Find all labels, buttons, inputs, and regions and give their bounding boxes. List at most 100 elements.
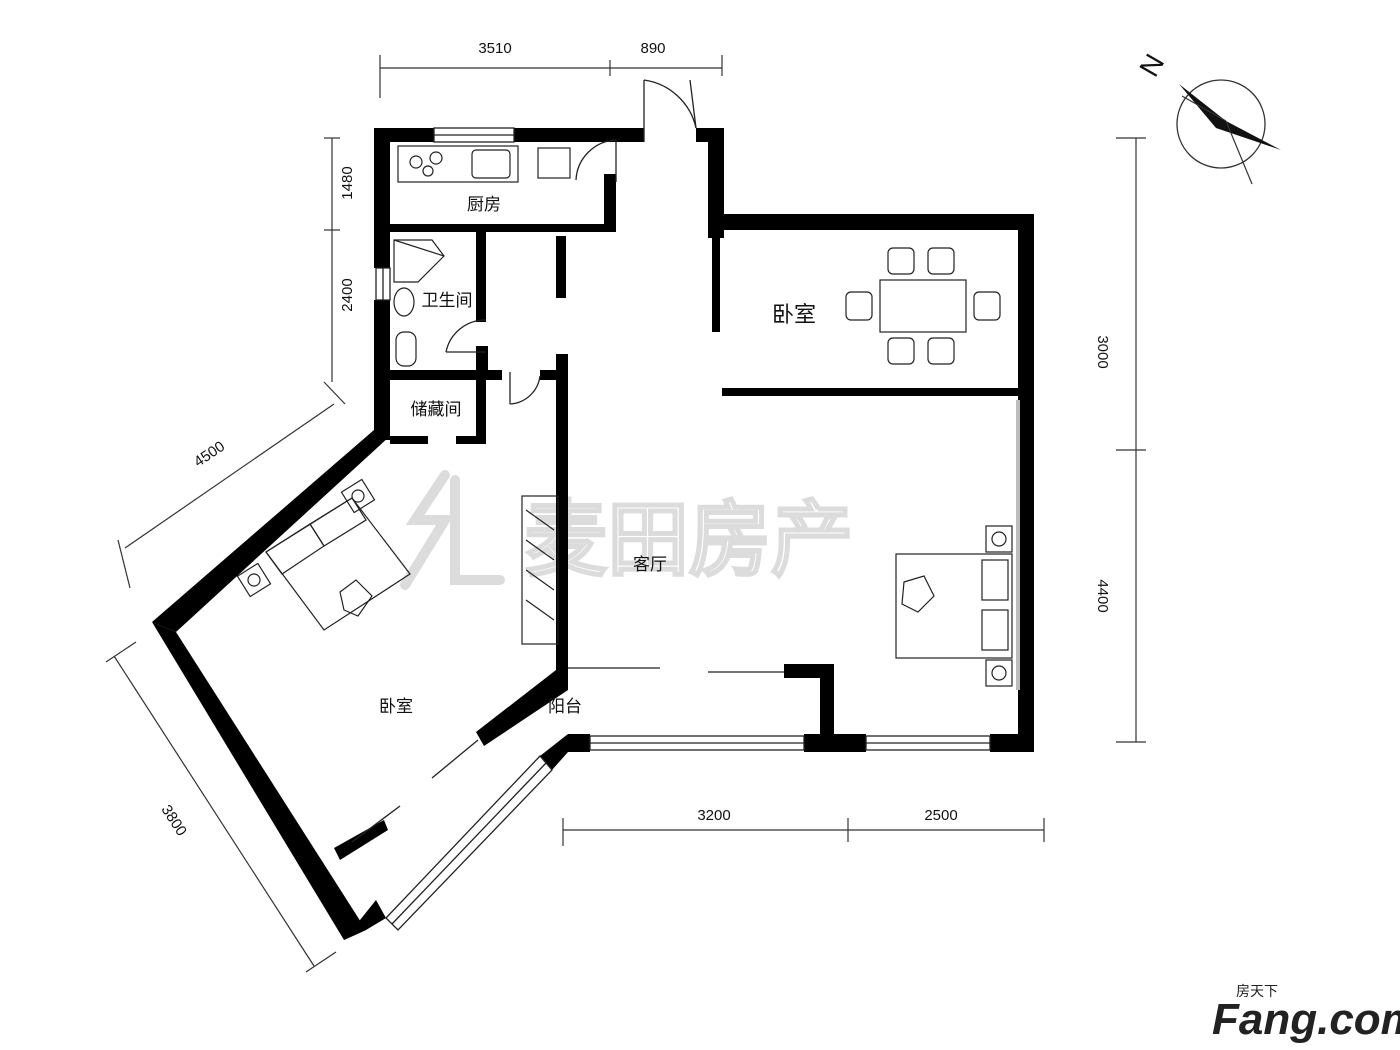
dim-tick (323, 381, 346, 405)
dim-top-left: 3510 (478, 40, 511, 57)
dim-left-lower: 2400 (339, 278, 356, 311)
pillow-icon (309, 497, 367, 547)
wall (708, 214, 1034, 230)
dim-bottom-left: 3200 (697, 807, 730, 824)
door-swing (575, 139, 617, 181)
compass-line (1181, 95, 1227, 122)
door-swing (643, 79, 697, 129)
wall (456, 436, 486, 444)
logo-top-text: 房天下 (1236, 984, 1278, 1000)
wall (820, 664, 834, 752)
stove-burner-icon (409, 155, 423, 169)
wall (390, 224, 616, 232)
dim-top-right: 890 (640, 40, 665, 57)
chair-icon (887, 247, 915, 275)
room-label-storage: 储藏间 (411, 400, 462, 420)
stove-burner-icon (429, 151, 443, 165)
sink-icon (471, 149, 511, 179)
bed-cushion-icon (339, 579, 373, 617)
watermark-text: 麦田房产 (525, 493, 853, 588)
wall (568, 734, 590, 752)
windows (375, 127, 1020, 931)
wall (540, 734, 568, 770)
watermark-logo-mark (400, 470, 505, 590)
room-label-living-room: 客厅 (633, 555, 667, 575)
sliding-door-bedroom (351, 805, 401, 843)
compass-needle-icon (1179, 84, 1281, 150)
chair-icon (927, 337, 955, 365)
lamp-icon (991, 665, 1007, 681)
wardrobe-hanger (525, 569, 555, 591)
dining-table (879, 279, 967, 333)
fixtures (236, 145, 1013, 687)
wall (344, 900, 386, 940)
wardrobe-hanger (525, 539, 555, 561)
compass: N (1133, 49, 1281, 185)
wall (390, 370, 502, 380)
wall (152, 430, 390, 632)
wall (990, 734, 1034, 752)
door-swing (445, 319, 487, 353)
compass-north-label: N (1133, 49, 1170, 82)
stove-burner-icon (422, 165, 434, 177)
toilet-icon (395, 331, 417, 367)
dim-line-diag-lower (113, 655, 315, 967)
dimension-lines (105, 55, 1146, 973)
wall (476, 670, 568, 746)
wall (476, 346, 488, 374)
fridge-icon (537, 147, 571, 179)
nightstand-icon (340, 478, 376, 514)
door-swing (509, 375, 541, 405)
window-line (391, 762, 547, 925)
nightstand-icon (236, 562, 272, 598)
chair-icon (887, 337, 915, 365)
chair-icon (845, 291, 873, 321)
shower-line (393, 239, 445, 257)
pillow-icon (981, 559, 1009, 601)
nightstand-icon (985, 525, 1013, 553)
dim-tick (105, 641, 137, 663)
pillow-icon (981, 609, 1009, 651)
dim-diag-upper: 4500 (191, 438, 228, 471)
wall (152, 622, 366, 940)
wall (476, 232, 486, 322)
watermark: 麦田房产 (400, 470, 854, 590)
room-label-kitchen: 厨房 (467, 195, 501, 215)
wall (390, 436, 428, 444)
dim-line-diag-upper (124, 403, 335, 549)
dim-tick (117, 539, 131, 589)
wardrobe-icon (521, 495, 559, 645)
wardrobe-hanger (525, 509, 555, 531)
wall (1018, 214, 1034, 752)
nightstand-icon (985, 659, 1013, 687)
wall (374, 128, 390, 268)
bed-master (895, 553, 1013, 659)
wall (708, 128, 724, 238)
wall (556, 354, 568, 674)
wall (374, 300, 390, 440)
wall (604, 174, 616, 232)
window-bedroom-diagonal (385, 755, 553, 931)
shower-icon (393, 239, 445, 283)
lamp-icon (247, 573, 261, 587)
wall (540, 370, 568, 380)
wall (476, 370, 486, 444)
sliding-door-bedroom (431, 739, 479, 779)
wall (712, 236, 720, 332)
bed-cushion-icon (901, 575, 935, 613)
wall (556, 236, 566, 298)
door-leaf (689, 79, 697, 129)
window-east (1016, 400, 1020, 690)
walls-diagonal (152, 430, 568, 940)
washbasin-icon (393, 287, 415, 317)
kitchen-counter (397, 145, 519, 183)
wall (722, 388, 1020, 396)
wall (514, 128, 644, 142)
wall (804, 734, 866, 752)
room-label-balcony: 阳台 (548, 697, 582, 717)
dim-tick (305, 951, 337, 973)
compass-line (1225, 120, 1253, 185)
wall (334, 820, 388, 860)
lamp-icon (351, 489, 365, 503)
